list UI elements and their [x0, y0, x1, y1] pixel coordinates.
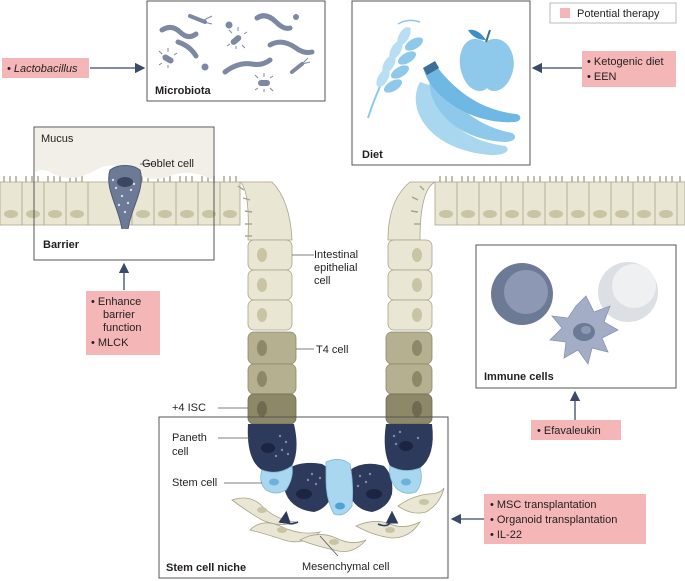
renewal-arrow-left [278, 510, 299, 525]
right-crypt-column [385, 239, 433, 425]
barrier-therapy-item-4: MLCK [98, 337, 129, 349]
apple-icon [459, 29, 514, 92]
immune-cells-panel: Immune cells [475, 244, 677, 389]
diet-therapy: •Ketogenic diet •EEN [531, 51, 676, 87]
barrier-therapy-item-3: function [103, 322, 142, 334]
banana-icon [415, 61, 521, 156]
barrier-therapy: •Enhance barrier function •MLCK [86, 262, 160, 355]
lymphocyte-light-icon [598, 262, 658, 322]
lactobacillus-label: Lactobacillus [14, 63, 78, 75]
immune-therapy-item-1: Efavaleukin [544, 425, 601, 437]
niche-therapy-item-2: Organoid transplantation [497, 514, 617, 526]
immune-therapy: •Efavaleukin [531, 390, 621, 440]
renewal-arrow-right [377, 510, 399, 527]
left-crypt-shoulder [238, 181, 293, 241]
iec-label-2: epithelial [314, 262, 357, 274]
mesenchymal-label: Mesenchymal cell [302, 561, 389, 573]
barrier-panel: Mucus Goblet cell Barrier [33, 126, 215, 261]
stem-cells [260, 459, 422, 516]
microbiota-panel: Microbiota [146, 0, 326, 102]
diet-panel: Diet [351, 0, 531, 166]
iec-label-3: cell [314, 275, 331, 287]
lymphocyte-dark-icon [491, 263, 553, 325]
right-surface-epithelium [434, 176, 685, 226]
paneth-cells [247, 424, 433, 512]
crypt-labels: Intestinal epithelial cell T4 cell +4 IS… [172, 249, 358, 414]
svg-text:•Efavaleukin: •Efavaleukin [537, 425, 601, 437]
diet-therapy-item-2: EEN [594, 71, 617, 83]
microbes-icon [158, 13, 315, 92]
barrier-therapy-item-1: Enhance [98, 296, 141, 308]
goblet-cell [108, 165, 142, 231]
diet-title: Diet [362, 149, 383, 161]
mucus-label: Mucus [41, 133, 74, 145]
barrier-therapy-item-2: barrier [103, 309, 135, 321]
legend: Potential therapy [549, 2, 677, 24]
paneth-label-2: cell [172, 446, 189, 458]
niche-therapy: •MSC transplantation •Organoid transplan… [450, 494, 646, 544]
niche-therapy-item-3: IL-22 [497, 529, 522, 541]
svg-text:•Lactobacillus: •Lactobacillus [7, 63, 78, 75]
svg-text:•EEN: •EEN [587, 71, 617, 83]
svg-text:•MLCK: •MLCK [91, 337, 129, 349]
svg-text:•MSC transplantation: •MSC transplantation [490, 499, 597, 511]
stem-label: Stem cell [172, 477, 217, 489]
legend-label: Potential therapy [577, 8, 660, 20]
goblet-label: Goblet cell [142, 158, 194, 170]
paneth-label-1: Paneth [172, 432, 207, 444]
niche-therapy-item-1: MSC transplantation [497, 499, 597, 511]
mucus-layer [35, 128, 213, 180]
iec-label-1: Intestinal [314, 249, 358, 261]
stem-cell-niche-panel: Paneth cell Stem cell Mesenchymal cell S… [158, 416, 449, 579]
dendritic-cell-icon [549, 295, 619, 365]
t4-label: T4 cell [316, 344, 348, 356]
wheat-icon [367, 19, 424, 119]
svg-text:•IL-22: •IL-22 [490, 529, 522, 541]
svg-text:•Organoid transplantation: •Organoid transplantation [490, 514, 617, 526]
immune-title: Immune cells [484, 371, 554, 383]
left-crypt-column [247, 239, 297, 425]
isc4-label: +4 ISC [172, 402, 206, 414]
mesenchymal-cells [231, 487, 445, 553]
diet-therapy-item-1: Ketogenic diet [594, 56, 664, 68]
svg-text:•Ketogenic diet: •Ketogenic diet [587, 56, 664, 68]
microbiota-title: Microbiota [155, 85, 211, 97]
niche-title: Stem cell niche [166, 562, 246, 574]
svg-text:•Enhance: •Enhance [91, 296, 141, 308]
lactobacillus-therapy: •Lactobacillus [2, 58, 146, 78]
barrier-title: Barrier [43, 239, 80, 251]
